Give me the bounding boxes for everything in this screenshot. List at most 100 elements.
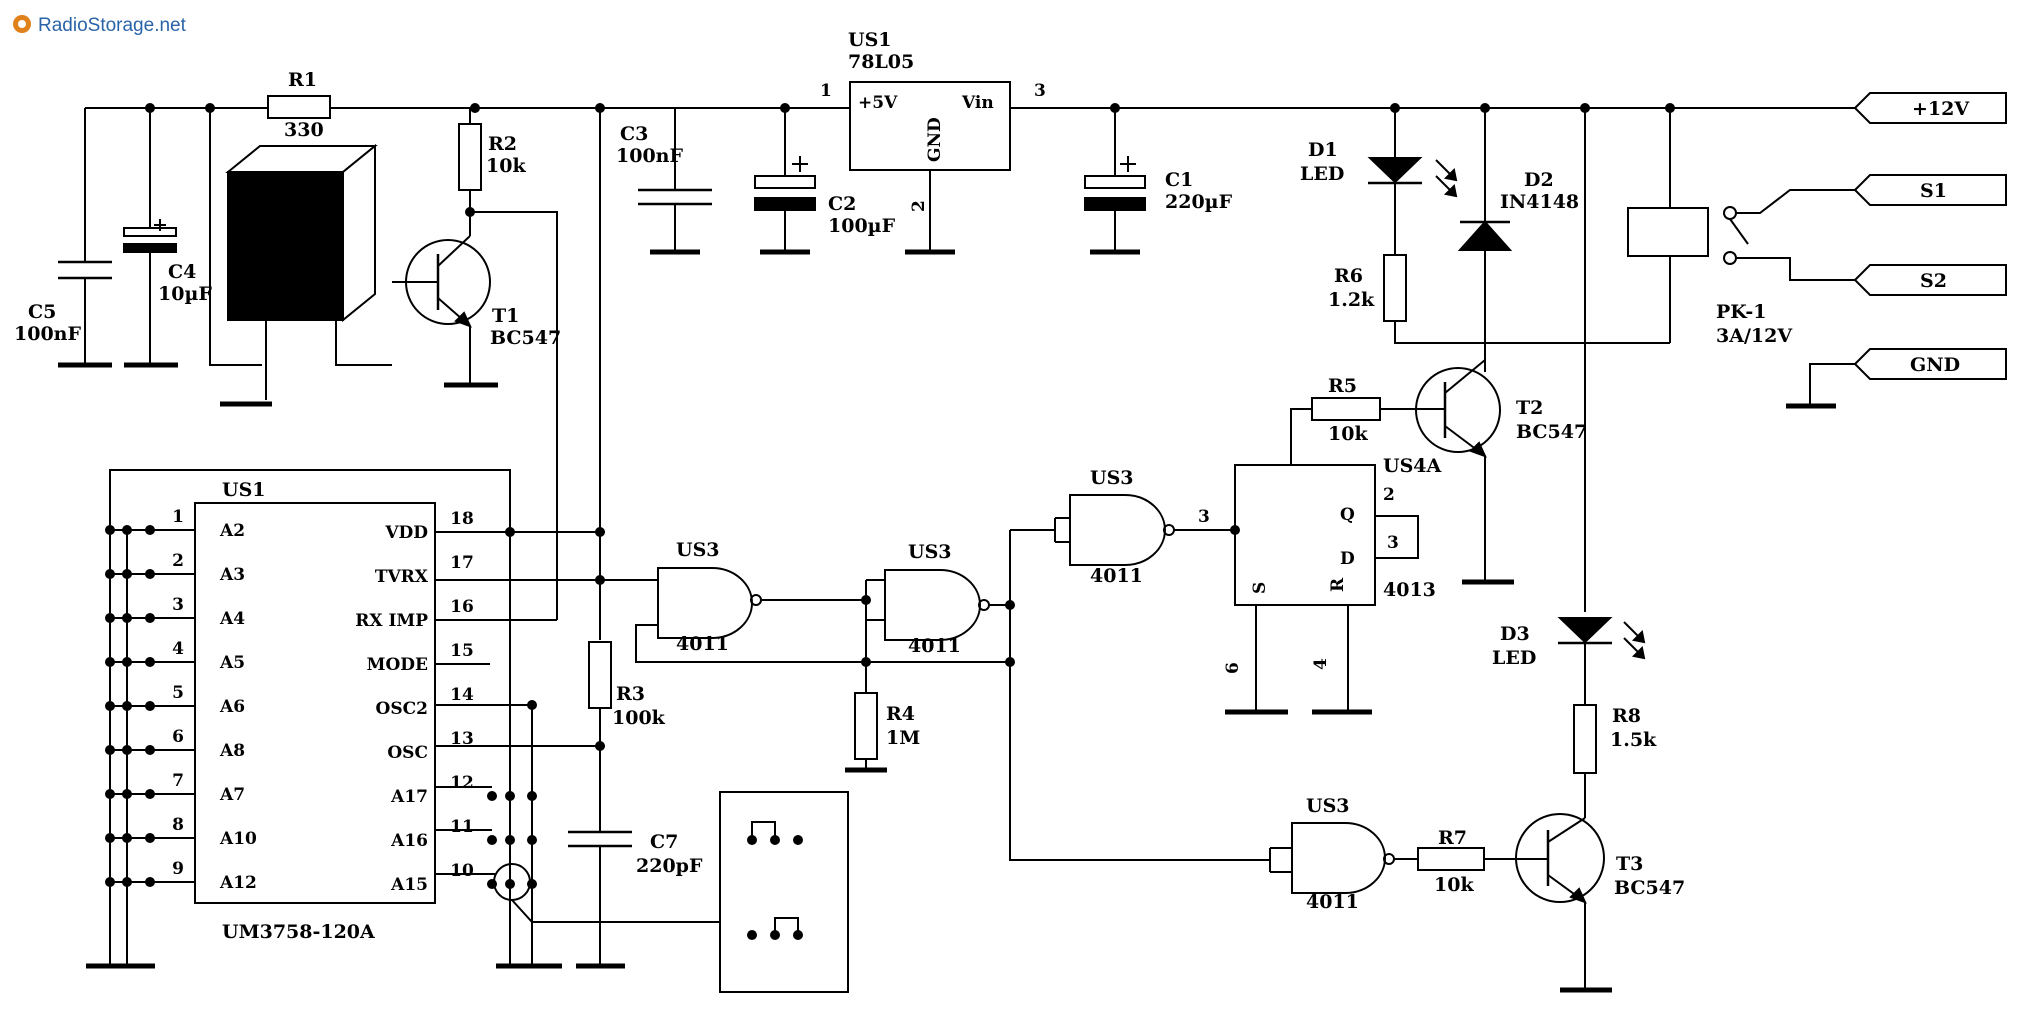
svg-text:2: 2 <box>1383 485 1395 505</box>
decoder-pin-number: 5 <box>172 683 184 703</box>
watermark-logo: RadioStorage.net <box>13 15 187 36</box>
svg-text:100nF: 100nF <box>616 145 683 167</box>
svg-text:4013: 4013 <box>1383 579 1436 601</box>
svg-text:S1: S1 <box>1920 180 1947 202</box>
svg-text:GND: GND <box>925 117 945 162</box>
capacitor-c3: C3 100nF <box>616 108 712 255</box>
resistor-r2: R2 10k <box>458 108 526 210</box>
svg-text:R: R <box>1328 577 1348 592</box>
svg-text:T2: T2 <box>1516 397 1543 419</box>
decoder-pin-number: 9 <box>172 859 184 879</box>
decoder-pin-number: 7 <box>172 771 184 791</box>
decoder-pin-name: MODE <box>367 655 428 675</box>
svg-text:R8: R8 <box>1612 705 1641 727</box>
svg-text:100nF: 100nF <box>14 323 81 345</box>
svg-text:D: D <box>1340 549 1355 569</box>
resistor-r8: R8 1.5k <box>1573 704 1657 818</box>
decoder-pin-name: RX IMP <box>355 611 428 631</box>
svg-text:BC547: BC547 <box>1614 877 1685 899</box>
svg-text:3: 3 <box>1034 81 1046 101</box>
svg-text:+12V: +12V <box>1912 98 1970 120</box>
decoder-pin-name: A12 <box>219 873 257 893</box>
transistor-t3: T3 BC547 <box>1515 813 1685 993</box>
svg-text:PK-1: PK-1 <box>1716 301 1767 323</box>
resistor-r7: R7 10k <box>1393 827 1548 896</box>
svg-text:100µF: 100µF <box>828 215 896 237</box>
svg-text:R5: R5 <box>1328 375 1357 397</box>
nand-gate-1: US3 4011 <box>605 539 1010 663</box>
svg-text:US4A: US4A <box>1383 455 1442 477</box>
svg-text:D1: D1 <box>1308 139 1338 161</box>
decoder-pin-number: 18 <box>450 509 474 529</box>
decoder-pin-name: VDD <box>384 523 428 543</box>
svg-text:+5V: +5V <box>858 93 898 113</box>
transistor-t1: T1 BC547 <box>392 207 561 620</box>
svg-text:1: 1 <box>820 81 832 101</box>
svg-text:3: 3 <box>1198 507 1210 527</box>
decoder-pin-number: 11 <box>450 817 474 837</box>
terminal-plus12v: +12V <box>1853 92 2007 124</box>
svg-text:220pF: 220pF <box>636 855 703 877</box>
decoder-pin-number: 3 <box>172 595 184 615</box>
svg-text:US3: US3 <box>1306 795 1350 817</box>
decoder-pin-name: A2 <box>219 521 245 541</box>
flipflop-4013: US4A 2 3 4013 Q D S R 6 4 <box>1223 455 1442 715</box>
ir-receiver-module <box>209 108 392 407</box>
svg-text:C7: C7 <box>650 831 678 853</box>
svg-text:220µF: 220µF <box>1165 191 1233 213</box>
svg-text:C2: C2 <box>828 193 856 215</box>
svg-text:10µF: 10µF <box>158 283 212 305</box>
svg-text:10k: 10k <box>1434 874 1474 896</box>
transistor-t2: T2 BC547 <box>1415 359 1587 585</box>
decoder-pin-name: A4 <box>219 609 245 629</box>
decoder-pin-name: OSC2 <box>376 699 428 719</box>
svg-text:R1: R1 <box>288 69 317 91</box>
terminal-gnd: GND <box>1786 348 2007 409</box>
svg-text:4011: 4011 <box>676 633 729 655</box>
svg-text:4011: 4011 <box>1306 891 1359 913</box>
svg-text:R2: R2 <box>488 133 517 155</box>
relay-pk1: PK-1 3A/12V <box>1627 108 1855 347</box>
resistor-r5: R5 10k <box>1290 375 1445 465</box>
regulator-78l05: US1 78L05 +5V Vin GND 1 2 3 <box>820 29 1046 255</box>
decoder-pin-number: 8 <box>172 815 184 835</box>
svg-text:R3: R3 <box>616 683 645 705</box>
svg-text:1.2k: 1.2k <box>1328 289 1375 311</box>
decoder-pin-number: 10 <box>450 861 474 881</box>
svg-text:C1: C1 <box>1165 169 1193 191</box>
svg-text:UM3758-120A: UM3758-120A <box>222 921 375 943</box>
address-jumper-block <box>719 791 849 993</box>
svg-text:LED: LED <box>1492 647 1536 669</box>
decoder-pin-name: TVRX <box>375 567 429 587</box>
decoder-pin-name: A5 <box>219 653 245 673</box>
capacitor-c4: C4 10µF <box>123 108 212 368</box>
decoder-pin-name: OSC <box>387 743 428 763</box>
svg-text:78L05: 78L05 <box>848 51 914 73</box>
decoder-ic: US1 UM3758-120A 1A22A33A44A55A66A87A78A1… <box>86 469 720 969</box>
capacitor-c5: C5 100nF <box>14 108 112 368</box>
capacitor-c1: C1 220µF <box>1084 108 1233 255</box>
decoder-pin-number: 16 <box>450 597 474 617</box>
svg-text:6: 6 <box>1223 662 1243 674</box>
svg-text:US1: US1 <box>848 29 892 51</box>
decoder-pin-number: 2 <box>172 551 184 571</box>
resistor-r6: R6 1.2k <box>1328 254 1670 344</box>
svg-text:1.5k: 1.5k <box>1610 729 1657 751</box>
svg-text:Q: Q <box>1340 505 1355 525</box>
decoder-pin-number: 15 <box>450 641 474 661</box>
svg-text:US3: US3 <box>1090 467 1134 489</box>
svg-text:3: 3 <box>1387 533 1399 553</box>
svg-text:BC547: BC547 <box>1516 421 1587 443</box>
svg-text:1M: 1M <box>886 727 920 749</box>
decoder-pin-number: 6 <box>172 727 184 747</box>
diode-d2: D2 IN4148 <box>1457 108 1579 372</box>
terminal-s1: S1 <box>1853 174 2007 206</box>
svg-text:R7: R7 <box>1438 827 1467 849</box>
decoder-pin-number: 4 <box>172 639 184 659</box>
svg-text:C3: C3 <box>620 123 648 145</box>
decoder-pin-name: A10 <box>219 829 257 849</box>
svg-text:10k: 10k <box>1328 423 1368 445</box>
svg-text:US3: US3 <box>676 539 720 561</box>
svg-text:4011: 4011 <box>908 635 961 657</box>
